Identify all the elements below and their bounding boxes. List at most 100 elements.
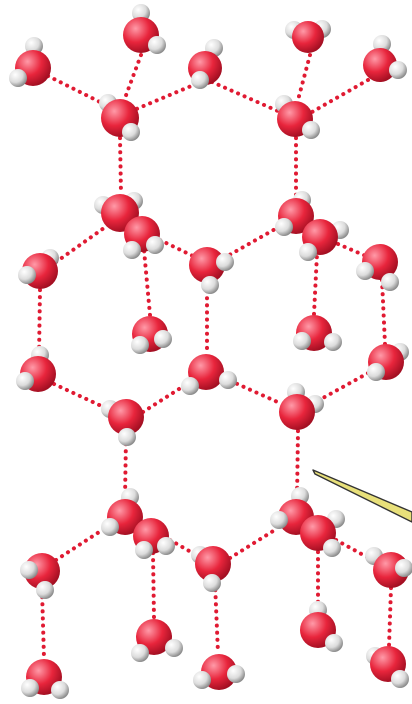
hydrogen-atom bbox=[216, 253, 234, 271]
hydrogen-bond bbox=[141, 380, 192, 414]
water-molecule-icon bbox=[299, 219, 349, 261]
hydrogen-atom bbox=[201, 276, 219, 294]
hydrogen-bond bbox=[52, 382, 112, 412]
hydrogen-atom bbox=[36, 581, 54, 599]
hydrogen-bond bbox=[118, 136, 123, 195]
hydrogen-atom bbox=[122, 123, 140, 141]
hydrogen-atom bbox=[118, 428, 136, 446]
pointer-layer bbox=[312, 469, 412, 523]
water-molecule-icon bbox=[101, 488, 143, 536]
oxygen-atom bbox=[279, 394, 315, 430]
hydrogen-atom bbox=[275, 218, 293, 236]
hydrogen-bond bbox=[213, 581, 220, 655]
water-molecule-icon bbox=[279, 383, 324, 430]
hydrogen-atom bbox=[154, 330, 172, 348]
water-molecule-icon bbox=[300, 510, 345, 557]
hydrogen-atom bbox=[18, 266, 36, 284]
water-molecule-icon bbox=[191, 546, 231, 592]
water-molecule-icon bbox=[123, 216, 164, 259]
oxygen-atom bbox=[292, 21, 324, 53]
hydrogen-atom bbox=[395, 559, 412, 577]
hydrogen-bond bbox=[380, 278, 387, 346]
hydrogen-atom bbox=[165, 639, 183, 657]
hydrogen-atom bbox=[9, 69, 27, 87]
molecule-layer bbox=[9, 4, 412, 699]
hydrogen-bond bbox=[40, 588, 46, 660]
water-molecule-icon bbox=[365, 547, 412, 588]
water-molecule-icon bbox=[356, 244, 399, 291]
hydrogen-atom bbox=[324, 333, 342, 351]
hydrogen-atom bbox=[146, 236, 164, 254]
hydrogen-atom bbox=[21, 679, 39, 697]
hydrogen-bond bbox=[158, 238, 195, 258]
hydrogen-atom bbox=[302, 121, 320, 139]
water-molecule-icon bbox=[18, 249, 59, 289]
hydrogen-atom bbox=[51, 681, 69, 699]
water-molecule-icon bbox=[188, 39, 223, 89]
hydrogen-bond bbox=[222, 222, 286, 260]
water-molecule-icon bbox=[21, 659, 69, 699]
hydrogen-bond bbox=[295, 429, 300, 500]
hydrogen-atom bbox=[157, 537, 175, 555]
hydrogen-atom bbox=[135, 541, 153, 559]
hydrogen-bond bbox=[334, 538, 378, 564]
hydrogen-bond bbox=[123, 435, 128, 500]
water-molecule-icon bbox=[189, 247, 234, 294]
water-molecule-icon bbox=[99, 94, 140, 141]
hydrogen-bond bbox=[210, 80, 282, 114]
hydrogen-bond bbox=[37, 288, 42, 357]
water-molecule-icon bbox=[133, 518, 175, 559]
hydrogen-bond bbox=[54, 226, 106, 264]
hydrogen-atom bbox=[131, 336, 149, 354]
hydrogen-atom bbox=[101, 518, 119, 536]
hydrogen-bond bbox=[228, 526, 280, 560]
water-molecule-icon bbox=[131, 316, 172, 354]
water-molecule-icon bbox=[363, 35, 407, 82]
hydrogen-bond bbox=[123, 53, 143, 100]
hydrogen-atom bbox=[227, 665, 245, 683]
hydrogen-atom bbox=[16, 372, 34, 390]
pointer-arrow bbox=[312, 469, 412, 523]
hydrogen-atom bbox=[325, 634, 343, 652]
water-molecule-icon bbox=[193, 654, 245, 690]
hydrogen-atom bbox=[299, 243, 317, 261]
hydrogen-bond bbox=[132, 82, 198, 112]
water-molecule-icon bbox=[275, 191, 314, 236]
hydrogen-atom bbox=[293, 332, 311, 350]
hydrogen-atom bbox=[323, 539, 341, 557]
water-molecule-icon bbox=[366, 646, 409, 688]
water-molecule-icon bbox=[131, 619, 183, 662]
hydrogen-atom bbox=[148, 36, 166, 54]
hydrogen-bond bbox=[46, 74, 108, 107]
hydrogen-atom bbox=[181, 377, 199, 395]
water-molecule-icon bbox=[300, 601, 343, 652]
hydrogen-atom bbox=[191, 71, 209, 89]
water-molecule-icon bbox=[20, 553, 60, 599]
hydrogen-bond bbox=[312, 252, 319, 316]
hydrogen-bond bbox=[142, 248, 152, 317]
water-molecule-icon bbox=[123, 4, 166, 54]
hydrogen-atom bbox=[131, 644, 149, 662]
hydrogen-bond bbox=[310, 78, 370, 114]
hydrogen-atom bbox=[381, 273, 399, 291]
hydrogen-atom bbox=[270, 511, 288, 529]
hydrogen-bond bbox=[296, 53, 312, 102]
water-molecule-icon bbox=[16, 346, 56, 392]
oxygen-atom bbox=[108, 399, 144, 435]
hydrogen-bond bbox=[310, 370, 372, 406]
hydrogen-bond bbox=[387, 586, 393, 648]
water-molecule-icon bbox=[94, 192, 143, 232]
hydrogen-atom bbox=[367, 363, 385, 381]
oxygen-atom bbox=[195, 546, 231, 582]
water-molecule-icon bbox=[275, 95, 320, 139]
oxygen-atom bbox=[363, 48, 397, 82]
water-molecule-icon bbox=[181, 354, 237, 395]
water-molecule-icon bbox=[101, 399, 144, 446]
hydrogen-atom bbox=[132, 4, 150, 22]
hydrogen-atom bbox=[203, 574, 221, 592]
oxygen-atom bbox=[189, 247, 225, 283]
water-molecule-icon bbox=[367, 343, 409, 381]
water-molecule-icon bbox=[293, 315, 342, 351]
